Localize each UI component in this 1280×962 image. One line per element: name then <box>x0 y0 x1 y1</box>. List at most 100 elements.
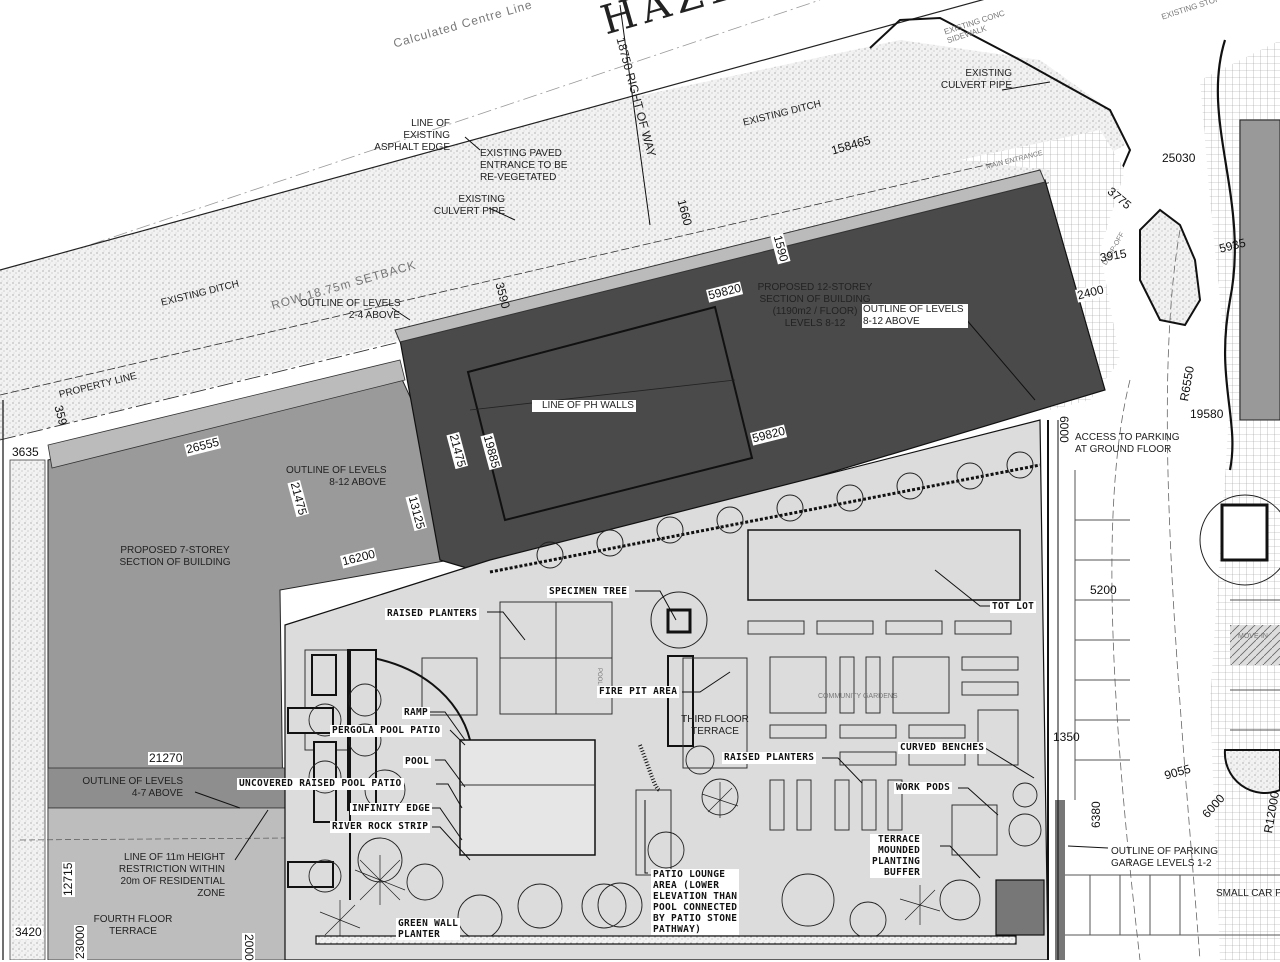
private-patios-12 <box>394 169 1046 343</box>
parking-garage-outline <box>1055 800 1065 960</box>
fire-pit-callout: FIRE PIT AREA <box>597 686 680 698</box>
small-car-label: SMALL CAR P <box>1216 888 1280 899</box>
outline-4-7-line-1: OUTLINE OF LEVELS <box>82 776 183 787</box>
terrace-buffer-line-3: PLANTING <box>872 856 921 867</box>
culvert-left-line-1: EXISTING <box>458 194 505 205</box>
move-in-label: MOVE-IN <box>1238 633 1268 640</box>
asphalt-edge-line-3: ASPHALT EDGE <box>374 142 450 153</box>
culvert-right-label: EXISTING CULVERT PIPE <box>930 68 1012 92</box>
outline-8-12-right-label: OUTLINE OF LEVELS 8-12 ABOVE <box>862 304 968 328</box>
green-wall-line-2: PLANTER <box>398 929 441 940</box>
asphalt-edge <box>0 0 985 271</box>
fourth-floor-line-2: TERRACE <box>109 926 157 937</box>
infinity-edge-callout: INFINITY EDGE <box>350 803 433 815</box>
height-restriction-line-4: ZONE <box>197 888 225 899</box>
uncovered-patio-callout: UNCOVERED RAISED POOL PATIO <box>237 778 404 790</box>
proposed-12-storey-label: PROPOSED 12-STOREY SECTION OF BUILDING (… <box>750 282 880 330</box>
drop-off-island <box>1139 208 1202 327</box>
height-restriction-line-2: RESTRICTION WITHIN <box>118 864 225 875</box>
culvert-left-label: EXISTING CULVERT PIPE <box>420 194 505 218</box>
dim-21270: 21270 <box>148 751 184 765</box>
dim-5200: 5200 <box>1090 583 1117 597</box>
paved-entrance-line-2: ENTRANCE TO BE <box>480 160 568 171</box>
outline-8-12-left-line-1: OUTLINE OF LEVELS <box>286 465 387 476</box>
curved-benches-callout: CURVED BENCHES <box>898 742 987 754</box>
outline-4-7-label: OUTLINE OF LEVELS 4-7 ABOVE <box>75 776 183 800</box>
outline-parking-line-1: OUTLINE OF PARKING <box>1111 846 1219 857</box>
outline-2-4-line-2: 2-4 ABOVE <box>348 310 400 321</box>
row-dimension-line <box>619 4 651 226</box>
pool-small-label: POOL <box>596 668 602 685</box>
pool <box>459 739 596 856</box>
asphalt-edge-line-2: EXISTING <box>403 130 450 141</box>
roundabout-tree <box>1199 494 1280 586</box>
specimen-tree-callout: SPECIMEN TREE <box>547 586 630 598</box>
dim-3420: 3420 <box>14 925 43 939</box>
terrace-buffer-line-1: TERRACE <box>878 834 921 845</box>
outline-8-12-right-line-2: 8-12 ABOVE <box>863 316 920 327</box>
outline-8-12-left-label: OUTLINE OF LEVELS 8-12 ABOVE <box>286 465 387 489</box>
green-wall-callout: GREEN WALL PLANTER <box>396 918 461 940</box>
terrace-buffer-line-4: BUFFER <box>884 867 921 878</box>
terrace-buffer-line-2: MOUNDED <box>878 845 921 856</box>
proposed-7-line-1: PROPOSED 7-STOREY <box>120 545 230 556</box>
height-restriction-line-3: 20m OF RESIDENTIAL <box>120 876 225 887</box>
paved-entrance-line-3: RE-VEGETATED <box>480 172 557 183</box>
dim-19580: 19580 <box>1190 407 1224 421</box>
parking-stalls-left <box>1074 470 1130 800</box>
ditch-zone <box>0 40 1125 440</box>
tot-lot-callout: TOT LOT <box>990 601 1037 613</box>
raised-planters-callout-1: RAISED PLANTERS <box>385 608 480 620</box>
specimen-tree <box>650 591 708 649</box>
fourth-floor-line-1: FOURTH FLOOR <box>93 914 173 925</box>
asphalt-edge-label: LINE OF EXISTING ASPHALT EDGE <box>370 118 450 154</box>
paved-entrance-line-1: EXISTING PAVED <box>480 148 562 159</box>
corner-island <box>1223 749 1280 794</box>
roundabout-square <box>1220 503 1269 562</box>
proposed-12-line-3: (1190m2 / FLOOR) <box>772 306 858 317</box>
proposed-12-line-4: LEVELS 8-12 <box>784 318 846 329</box>
centre-line <box>0 0 821 276</box>
dim-25030: 25030 <box>1162 151 1196 165</box>
dim-2000: 2000 <box>242 933 256 962</box>
third-floor-line-1: THIRD FLOOR <box>681 714 749 725</box>
right-curb <box>1216 39 1236 471</box>
asphalt-edge-line-1: LINE OF <box>411 118 450 129</box>
outline-parking-label: OUTLINE OF PARKING GARAGE LEVELS 1-2 <box>1111 846 1218 870</box>
green-wall-line-1: GREEN WALL <box>398 918 459 929</box>
patio-lounge-line-1: PATIO LOUNGE <box>653 869 726 880</box>
height-restriction-label: LINE OF 11m HEIGHT RESTRICTION WITHIN 20… <box>115 852 225 900</box>
tot-lot <box>747 529 1021 601</box>
raised-planters-callout-2: RAISED PLANTERS <box>722 752 817 764</box>
left-planting-strip <box>9 459 46 960</box>
fire-pit-zone <box>667 655 694 747</box>
height-restriction-line-1: LINE OF 11m HEIGHT <box>124 852 225 863</box>
private-patios-7 <box>47 359 406 469</box>
ph-walls-label: LINE OF PH WALLS <box>532 400 636 412</box>
access-parking-line-2: AT GROUND FLOOR <box>1075 444 1172 455</box>
patio-lounge-line-5: BY PATIO STONE <box>653 913 738 924</box>
proposed-7-storey-label: PROPOSED 7-STOREY SECTION OF BUILDING <box>115 545 235 569</box>
proposed-7-line-2: SECTION OF BUILDING <box>119 557 231 568</box>
patio-lounge-line-2: AREA (LOWER <box>653 880 720 891</box>
patio-lounge-line-3: ELEVATION THAN <box>653 891 738 902</box>
patio-lounge-callout: PATIO LOUNGE AREA (LOWER ELEVATION THAN … <box>651 869 740 935</box>
se-corner-block <box>995 879 1045 936</box>
culvert-right-line-1: EXISTING <box>965 68 1012 79</box>
outline-2-4-label: OUTLINE OF LEVELS 2-4 ABOVE <box>300 298 401 322</box>
dim-1350: 1350 <box>1053 730 1080 744</box>
community-gardens-beds <box>747 620 1019 856</box>
culvert-left-line-2: CULVERT PIPE <box>433 206 505 217</box>
culvert-right-line-2: CULVERT PIPE <box>940 80 1012 91</box>
right-building <box>1239 119 1280 421</box>
river-rock-callout: RIVER ROCK STRIP <box>330 821 431 833</box>
outline-8-12-right-line-1: OUTLINE OF LEVELS <box>863 304 964 315</box>
proposed-12-line-1: PROPOSED 12-STOREY <box>757 282 873 293</box>
dim-23000: 23000 <box>73 924 87 960</box>
dim-6380: 6380 <box>1089 801 1103 828</box>
fourth-floor-terrace-label: FOURTH FLOOR TERRACE <box>88 914 178 938</box>
outline-parking-line-2: GARAGE LEVELS 1-2 <box>1111 858 1212 869</box>
community-gardens-label: COMMUNITY GARDENS <box>818 693 898 700</box>
third-floor-line-2: TERRACE <box>691 726 739 737</box>
